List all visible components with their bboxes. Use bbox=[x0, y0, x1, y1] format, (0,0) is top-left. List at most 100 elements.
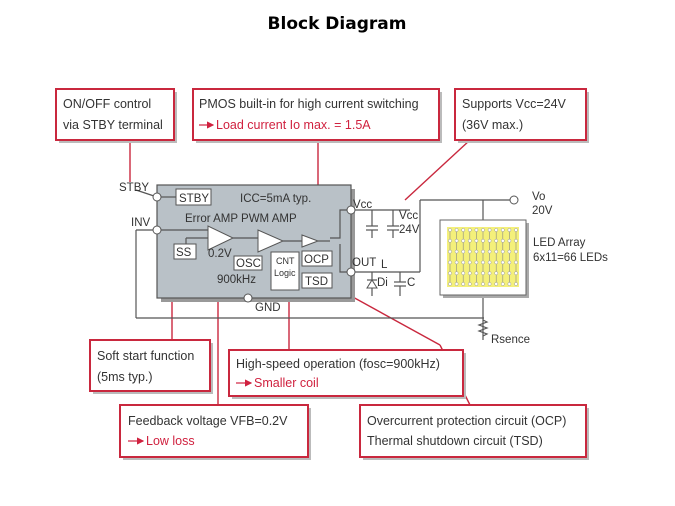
led bbox=[514, 282, 518, 286]
led bbox=[461, 260, 466, 265]
ref-voltage-label: 0.2V bbox=[208, 248, 232, 260]
led bbox=[474, 271, 479, 276]
gnd-pin-label: GND bbox=[255, 302, 281, 314]
led bbox=[467, 271, 472, 276]
callout-leaders bbox=[129, 139, 471, 406]
icc-label: ICC=5mA typ. bbox=[240, 193, 311, 205]
led bbox=[500, 228, 505, 232]
osc-frequency: 900kHz bbox=[217, 274, 256, 286]
stby-pin-label: STBY bbox=[119, 182, 149, 194]
amp-label: Error AMP PWM AMP bbox=[185, 213, 297, 225]
led bbox=[487, 249, 492, 254]
stby-pin bbox=[152, 192, 162, 202]
led bbox=[448, 249, 452, 254]
led bbox=[487, 282, 492, 286]
callout-pmos: PMOS built-in for high current switching… bbox=[192, 88, 442, 143]
pwm-amp bbox=[257, 229, 285, 253]
callout-text: High-speed operation (fosc=900kHz) bbox=[236, 357, 440, 371]
led-array bbox=[439, 219, 529, 298]
led bbox=[454, 238, 459, 243]
cnt-logic-block bbox=[270, 251, 300, 291]
led bbox=[500, 249, 505, 254]
led bbox=[481, 260, 485, 265]
callout-text: Smaller coil bbox=[254, 376, 319, 390]
led bbox=[448, 282, 452, 286]
led bbox=[448, 271, 452, 276]
led bbox=[514, 249, 518, 254]
diode-label: Di bbox=[377, 277, 388, 289]
osc-block bbox=[233, 255, 263, 271]
led bbox=[461, 271, 466, 276]
led bbox=[454, 260, 459, 265]
logic-label: Logic bbox=[274, 268, 296, 278]
led bbox=[507, 260, 512, 265]
tsd-block bbox=[301, 272, 333, 289]
external-wiring bbox=[135, 189, 519, 340]
led bbox=[507, 238, 512, 243]
led bbox=[507, 249, 512, 254]
callout-onoff: ON/OFF control via STBY terminal bbox=[55, 88, 177, 143]
callout-text: ON/OFF control bbox=[63, 97, 151, 111]
callout-feedback: Feedback voltage VFB=0.2V Low loss bbox=[119, 404, 311, 460]
vo-label: Vo bbox=[532, 191, 545, 203]
callout-text: PMOS built-in for high current switching bbox=[199, 97, 419, 111]
out-pin-label: OUT bbox=[352, 257, 376, 269]
led bbox=[467, 282, 472, 286]
capacitor-label: C bbox=[407, 277, 415, 289]
led bbox=[481, 238, 485, 243]
led bbox=[507, 282, 512, 286]
led bbox=[514, 238, 518, 243]
led bbox=[494, 271, 499, 276]
led bbox=[467, 228, 472, 232]
led bbox=[474, 238, 479, 243]
led bbox=[474, 260, 479, 265]
callout-text: Feedback voltage VFB=0.2V bbox=[128, 414, 288, 428]
cnt-label: CNT bbox=[276, 256, 295, 266]
vo-terminal bbox=[509, 195, 519, 205]
driver-buffer bbox=[301, 234, 320, 248]
ocp-block bbox=[301, 250, 333, 267]
callout-text: Thermal shutdown circuit (TSD) bbox=[367, 434, 543, 448]
vcc-supply-value: 24V bbox=[399, 224, 420, 236]
led bbox=[448, 238, 452, 243]
led bbox=[494, 249, 499, 254]
led bbox=[481, 271, 485, 276]
osc-label: OSC bbox=[236, 258, 261, 270]
callout-text: (36V max.) bbox=[462, 118, 523, 132]
led-array-label: LED Array bbox=[533, 237, 586, 249]
led bbox=[481, 228, 485, 232]
callout-text: Overcurrent protection circuit (OCP) bbox=[367, 414, 566, 428]
led bbox=[507, 271, 512, 276]
led bbox=[448, 260, 452, 265]
led bbox=[500, 271, 505, 276]
led bbox=[494, 228, 499, 232]
led bbox=[474, 282, 479, 286]
inv-pin-label: INV bbox=[131, 217, 151, 229]
inductor-label: L bbox=[381, 259, 388, 271]
led-count-label: 6x11=66 LEDs bbox=[533, 252, 608, 264]
led bbox=[461, 238, 466, 243]
callout-soft-start: Soft start function (5ms typ.) bbox=[89, 339, 213, 394]
led bbox=[500, 238, 505, 243]
ss-label: SS bbox=[176, 247, 192, 259]
vcc-supply-label: Vcc bbox=[399, 210, 418, 222]
led bbox=[494, 260, 499, 265]
rsense-label: Rsence bbox=[491, 334, 530, 346]
led bbox=[454, 282, 459, 286]
led bbox=[467, 260, 472, 265]
led bbox=[454, 228, 459, 232]
led bbox=[461, 249, 466, 254]
led bbox=[487, 260, 492, 265]
ss-block bbox=[173, 243, 197, 260]
ic-chip: STBY INV Vcc OUT GND STBY ICC=5mA typ. E… bbox=[119, 182, 376, 314]
led bbox=[461, 282, 466, 286]
led bbox=[507, 228, 512, 232]
led bbox=[474, 249, 479, 254]
callout-text: via STBY terminal bbox=[63, 118, 163, 132]
callout-text: Load current Io max. = 1.5A bbox=[216, 118, 371, 132]
led bbox=[487, 228, 492, 232]
callout-text: Supports Vcc=24V bbox=[462, 97, 567, 111]
led bbox=[514, 228, 518, 232]
callout-high-speed: High-speed operation (fosc=900kHz) Small… bbox=[228, 349, 466, 399]
led bbox=[454, 271, 459, 276]
